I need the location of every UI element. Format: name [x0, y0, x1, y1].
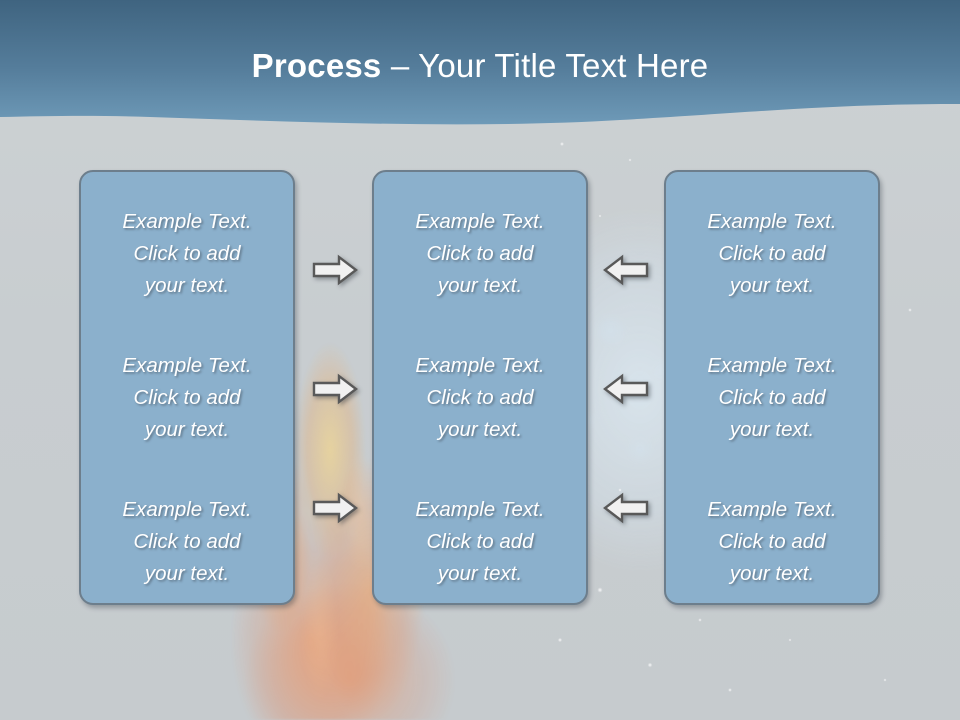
process-text-block[interactable]: Example Text. Click to add your text. [95, 350, 279, 446]
process-box-left[interactable]: Example Text. Click to add your text. Ex… [79, 170, 295, 605]
process-text-block[interactable]: Example Text. Click to add your text. [680, 206, 864, 302]
process-text-line: Click to add [133, 386, 241, 409]
arrow-right-icon[interactable] [312, 373, 358, 405]
process-text-line: Click to add [133, 242, 241, 265]
process-text-line: your text. [437, 274, 523, 297]
process-text-line: your text. [437, 562, 523, 585]
process-text-line: Example Text. [707, 354, 837, 377]
process-text-block[interactable]: Example Text. Click to add your text. [388, 350, 572, 446]
process-text-line: your text. [144, 562, 230, 585]
page-title: Process – Your Title Text Here [0, 46, 960, 86]
arrow-left-icon[interactable] [603, 492, 649, 524]
process-text-line: Example Text. [707, 210, 837, 233]
process-box-center[interactable]: Example Text. Click to add your text. Ex… [372, 170, 588, 605]
arrow-left-icon[interactable] [603, 373, 649, 405]
process-text-line: Example Text. [415, 210, 545, 233]
arrow-right-icon[interactable] [312, 492, 358, 524]
process-text-line: Click to add [426, 530, 534, 553]
process-text-line: Example Text. [415, 498, 545, 521]
process-text-line: your text. [729, 562, 815, 585]
process-text-line: Example Text. [122, 498, 252, 521]
process-text-block[interactable]: Example Text. Click to add your text. [388, 494, 572, 590]
process-text-block[interactable]: Example Text. Click to add your text. [388, 206, 572, 302]
process-text-line: your text. [729, 418, 815, 441]
process-text-line: Example Text. [122, 354, 252, 377]
process-text-line: Click to add [426, 386, 534, 409]
process-text-line: your text. [144, 418, 230, 441]
arrow-right-icon[interactable] [312, 254, 358, 286]
process-text-line: your text. [437, 418, 523, 441]
process-text-line: your text. [729, 274, 815, 297]
process-text-line: Click to add [133, 530, 241, 553]
process-text-line: Example Text. [415, 354, 545, 377]
process-box-right[interactable]: Example Text. Click to add your text. Ex… [664, 170, 880, 605]
process-text-line: Example Text. [707, 498, 837, 521]
process-text-block[interactable]: Example Text. Click to add your text. [95, 206, 279, 302]
process-text-line: Click to add [426, 242, 534, 265]
process-text-line: Example Text. [122, 210, 252, 233]
process-text-block[interactable]: Example Text. Click to add your text. [680, 494, 864, 590]
page-title-rest: – Your Title Text Here [381, 47, 709, 84]
header-banner [0, 0, 960, 145]
process-text-line: Click to add [718, 242, 826, 265]
process-text-block[interactable]: Example Text. Click to add your text. [95, 494, 279, 590]
arrow-left-icon[interactable] [603, 254, 649, 286]
process-text-line: Click to add [718, 386, 826, 409]
page-title-bold: Process [251, 47, 382, 84]
process-text-line: Click to add [718, 530, 826, 553]
process-text-block[interactable]: Example Text. Click to add your text. [680, 350, 864, 446]
process-text-line: your text. [144, 274, 230, 297]
